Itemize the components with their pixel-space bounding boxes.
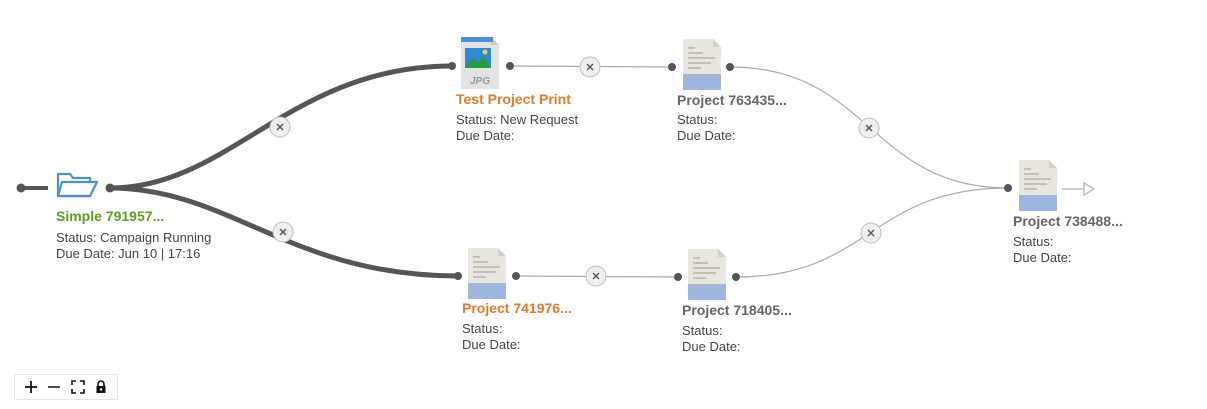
document-icon[interactable]	[688, 249, 726, 300]
edge-remove-buttons	[269, 56, 882, 287]
jpg-file-icon[interactable]: JPG	[461, 37, 499, 89]
port[interactable]	[105, 183, 115, 193]
node-due-date: Due Date:	[682, 339, 741, 354]
remove-edge-button[interactable]	[860, 222, 882, 244]
close-icon	[592, 272, 600, 280]
node-status: Status:	[682, 323, 723, 338]
node-status: Status:	[677, 112, 718, 127]
node-label-n5[interactable]: Project 718405... Status: Due Date:	[682, 302, 792, 355]
lock-button[interactable]	[91, 377, 111, 397]
zoom-toolbar	[14, 374, 118, 400]
jpg-badge: JPG	[470, 76, 490, 87]
port[interactable]	[512, 272, 520, 280]
node-due-date: Due Date:	[462, 337, 521, 352]
node-title[interactable]: Test Project Print	[456, 91, 571, 107]
node-label-n3[interactable]: Project 763435... Status: Due Date:	[677, 92, 787, 144]
document-icon[interactable]	[468, 248, 506, 299]
port[interactable]	[506, 62, 514, 70]
node-title[interactable]: Simple 791957...	[56, 208, 165, 224]
node-status: Status: New Request	[456, 112, 579, 127]
fit-screen-button[interactable]	[68, 377, 88, 397]
close-icon	[586, 63, 594, 71]
node-status: Status:	[462, 321, 503, 336]
document-icon[interactable]	[1019, 160, 1057, 211]
port[interactable]	[1004, 184, 1012, 192]
remove-edge-button[interactable]	[272, 221, 294, 243]
fit-screen-icon	[70, 380, 85, 394]
close-icon	[279, 228, 287, 236]
remove-edge-button[interactable]	[269, 116, 291, 138]
port[interactable]	[732, 273, 740, 281]
port[interactable]	[668, 63, 676, 71]
port[interactable]	[726, 63, 734, 71]
exit-arrow-icon	[1083, 181, 1096, 197]
remove-edge-button[interactable]	[585, 265, 607, 287]
node-title[interactable]: Project 763435...	[677, 92, 787, 108]
edge-n1-n4[interactable]	[109, 185, 459, 279]
zoom-in-button[interactable]	[21, 377, 41, 397]
node-due-date: Due Date:	[456, 128, 515, 143]
close-icon	[276, 123, 284, 131]
zoom-out-icon	[48, 386, 61, 388]
node-title[interactable]: Project 738488...	[1013, 213, 1123, 229]
lock-icon	[96, 380, 106, 393]
node-title[interactable]: Project 741976...	[462, 300, 572, 316]
node-status: Status: Campaign Running	[56, 230, 212, 245]
node-label-n2[interactable]: Test Project Print Status: New Request D…	[456, 91, 578, 144]
entry-port	[16, 183, 26, 193]
close-icon	[867, 229, 875, 237]
port[interactable]	[448, 62, 456, 70]
zoom-out-button[interactable]	[44, 377, 64, 397]
edge-n1-n2[interactable]	[109, 63, 453, 191]
zoom-in-icon	[24, 381, 37, 393]
node-due-date: Due Date:	[1013, 250, 1072, 265]
node-due-date: Due Date: Jun 10 | 17:16	[56, 246, 201, 261]
port[interactable]	[454, 272, 462, 280]
node-label-n1[interactable]: Simple 791957... Status: Campaign Runnin…	[56, 208, 211, 262]
remove-edge-button[interactable]	[858, 117, 880, 139]
document-icon[interactable]	[683, 39, 721, 90]
node-title[interactable]: Project 718405...	[682, 302, 792, 318]
node-due-date: Due Date:	[677, 128, 736, 143]
node-label-n4[interactable]: Project 741976... Status: Due Date:	[462, 300, 572, 353]
port[interactable]	[674, 273, 682, 281]
remove-edge-button[interactable]	[579, 56, 601, 78]
folder-icon[interactable]	[56, 172, 99, 198]
node-status: Status:	[1013, 234, 1054, 249]
node-label-n6[interactable]: Project 738488... Status: Due Date:	[1013, 213, 1123, 266]
close-icon	[865, 124, 873, 132]
